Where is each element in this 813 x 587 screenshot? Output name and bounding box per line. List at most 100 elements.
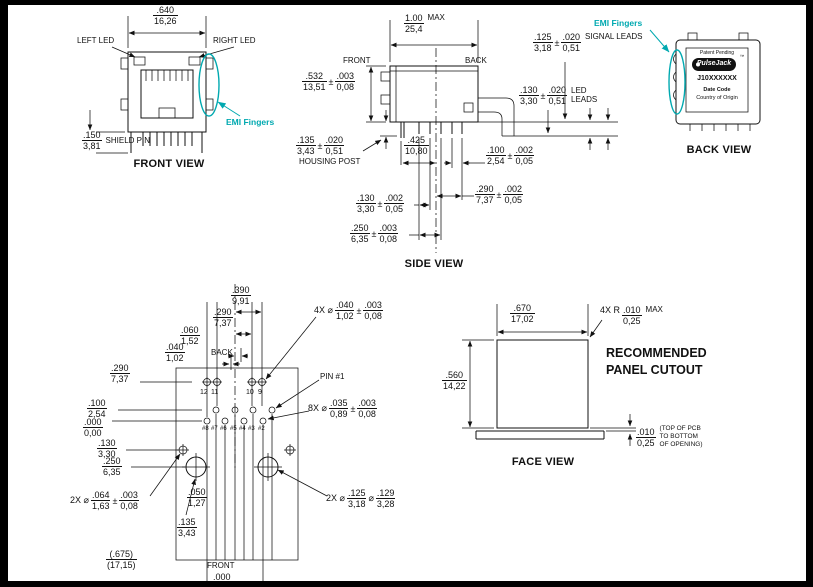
suffix-line: LED xyxy=(571,85,587,95)
mm-value: 3,30 xyxy=(520,96,538,107)
inch-value: .390 xyxy=(231,285,251,297)
mm-tolerance: 0,08 xyxy=(120,501,138,512)
mm-value: 9,91 xyxy=(232,296,250,307)
signal-pin-label-5: #5 xyxy=(230,426,237,432)
mm-value: 3,18 xyxy=(347,499,366,510)
housing-post-suffix: HOUSING POST xyxy=(299,157,361,166)
inch-value: .135 xyxy=(296,135,316,147)
sticker-date-code: Date Code xyxy=(703,87,731,93)
inch-tolerance: .002 xyxy=(514,145,535,157)
mm-value: (17,15) xyxy=(107,560,136,571)
plus-minus: ± xyxy=(554,37,560,48)
mm-tolerance: 0,51 xyxy=(325,146,344,157)
inch-value: .250 xyxy=(102,456,122,468)
plus-minus: ± xyxy=(317,140,323,151)
dimension-suffix: SHIELD PIN xyxy=(105,136,150,146)
bottom-view-drawing xyxy=(112,284,328,582)
sticker-patent-pending: Patent Pending xyxy=(699,50,735,56)
inch-value: .290 xyxy=(110,363,130,375)
signal-pin-label-4: #4 xyxy=(239,426,246,432)
plus-minus: ± xyxy=(496,189,502,200)
mm-value: 0,00 xyxy=(84,428,102,439)
led-pin-label-9: 9 xyxy=(258,389,262,396)
face-view-drawing xyxy=(462,304,636,446)
inch-value: .425 xyxy=(404,135,429,147)
bottom-front-label: FRONT xyxy=(207,561,235,570)
count-prefix: 2X ⌀ xyxy=(326,493,345,504)
bottom-back-label: BACK xyxy=(211,348,233,357)
side-view-drawing xyxy=(362,20,618,253)
dimension-suffix: SIGNAL LEADS xyxy=(585,32,643,41)
inch-tolerance: .003 xyxy=(119,490,139,502)
mm-value: 3,30 xyxy=(98,449,116,460)
inch-value: .130 xyxy=(519,85,539,97)
mm-value: 13,51 xyxy=(303,82,326,93)
mm-value: 0,25 xyxy=(637,437,655,448)
inch-value: .125 xyxy=(346,488,367,500)
inch-value: .150 xyxy=(82,130,102,142)
note-line: (TOP OF PCB xyxy=(659,425,701,432)
mm-tolerance: 0,05 xyxy=(515,156,534,167)
dimension-fraction: (.675)(17,15) xyxy=(106,549,137,570)
mm-value: 1,27 xyxy=(188,498,206,509)
inch-value: .130 xyxy=(356,193,376,205)
mm-value: 2,54 xyxy=(88,409,106,420)
inch-value: .040 xyxy=(165,342,185,354)
front-view-title: FRONT VIEW xyxy=(133,158,205,170)
inch-tolerance: .002 xyxy=(503,184,524,196)
back-view-drawing xyxy=(673,32,761,131)
mm-value: 1,52 xyxy=(181,336,199,347)
inch-value: .035 xyxy=(328,398,349,410)
inch-value: .250 xyxy=(350,223,370,235)
inch-tolerance: .002 xyxy=(384,193,405,205)
signal-pin-label-7: #7 xyxy=(211,426,218,432)
mm-value: 3,28 xyxy=(376,499,395,510)
dim-675-ref: (.675)(17,15) xyxy=(106,549,137,570)
mm-value: 3,18 xyxy=(534,43,552,54)
inch-tolerance: .003 xyxy=(378,223,399,235)
mm-value: 3,43 xyxy=(178,528,196,539)
front-view-drawing xyxy=(87,16,235,154)
mm-tolerance: 0,08 xyxy=(358,409,376,420)
mm-value: 0,89 xyxy=(329,409,348,420)
inch-tolerance: .020 xyxy=(561,32,582,44)
count-prefix: 8X ⌀ xyxy=(308,403,327,414)
